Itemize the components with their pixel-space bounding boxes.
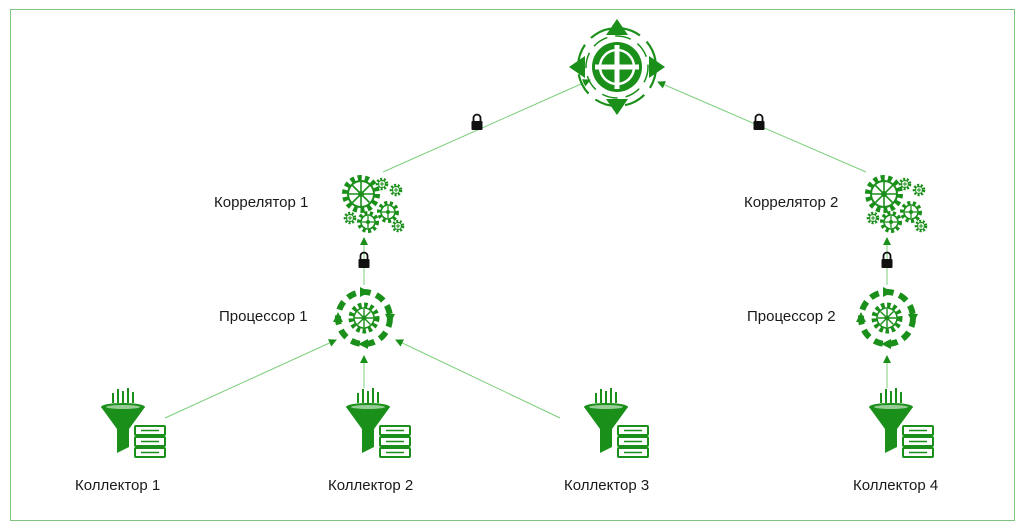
lock-icon (752, 113, 766, 131)
collector-1-label: Коллектор 1 (75, 477, 161, 494)
lock-icon (470, 113, 484, 131)
collector-1-icon (100, 387, 166, 458)
compass-hub-icon (569, 19, 665, 115)
edge-correlator-1-to-hub (382, 79, 591, 173)
correlator-2-label: Коррелятор 2 (744, 194, 839, 211)
processor-2-label: Процессор 2 (747, 308, 836, 325)
connection-lines (164, 79, 891, 419)
collector-3-label: Коллектор 3 (564, 477, 650, 494)
collector-4-icon (868, 387, 934, 458)
diagram-frame (10, 9, 1015, 521)
processor-1-icon (333, 287, 395, 349)
processor-1-label: Процессор 1 (219, 308, 308, 325)
collector-4-label: Коллектор 4 (853, 477, 939, 494)
correlator-2-gears-icon (868, 178, 926, 231)
edge-collector-3-to-processor-1 (395, 339, 561, 419)
correlator-1-label: Коррелятор 1 (214, 194, 309, 211)
collector-2-label: Коллектор 2 (328, 477, 414, 494)
processor-2-icon (856, 287, 918, 349)
correlator-1-gears-icon (345, 178, 403, 231)
edge-collector-1-to-processor-1 (164, 339, 337, 419)
collector-2-icon (345, 387, 411, 458)
collector-3-icon (583, 387, 649, 458)
